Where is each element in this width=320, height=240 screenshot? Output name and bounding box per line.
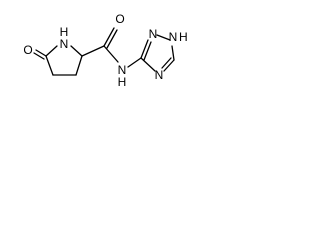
atom-amide-oxygen: O (115, 12, 124, 26)
bond-c5-o-a (35, 49, 47, 57)
atom-ring-hydrogen: H (60, 25, 69, 39)
bond-camide-o-a (103, 27, 115, 47)
atom-amide-nitrogen: N (118, 63, 127, 77)
atom-ring-nitrogen: N (60, 37, 69, 51)
bond-c2-camide (81, 45, 105, 57)
atom-triazole-n4: N (155, 68, 164, 82)
bond-c5-n4-a (163, 59, 175, 72)
bond-c5-o-b (33, 52, 45, 60)
bond-c3-n2-a (140, 39, 149, 59)
atom-amide-hydrogen: H (118, 75, 127, 89)
atom-triazole-n2: N (149, 27, 158, 41)
atom-triazole-n1: N (169, 30, 178, 44)
bond-c5-n1 (45, 45, 58, 57)
bond-n4-c3 (140, 57, 156, 72)
atom-ring-oxygen: O (23, 43, 32, 57)
atom-triazole-hydrogen: H (179, 30, 188, 44)
bond-c3-n2-b (143, 41, 152, 61)
bond-n1-c5 (171, 45, 175, 61)
bond-c4-c5 (45, 55, 54, 76)
bond-camide-o-b (106, 29, 118, 49)
bond-camide-n (103, 45, 119, 63)
bond-c2-c3 (75, 55, 83, 76)
bond-n1-c2 (70, 45, 83, 57)
structure-canvas: O N H O N H N N H N (0, 0, 223, 102)
bond-c5-n4-b (161, 57, 172, 69)
bond-n2-n1 (156, 34, 171, 41)
molecule-drawing: O N H O N H N N H N (23, 12, 188, 89)
bond-n-ctriazole (127, 57, 142, 68)
